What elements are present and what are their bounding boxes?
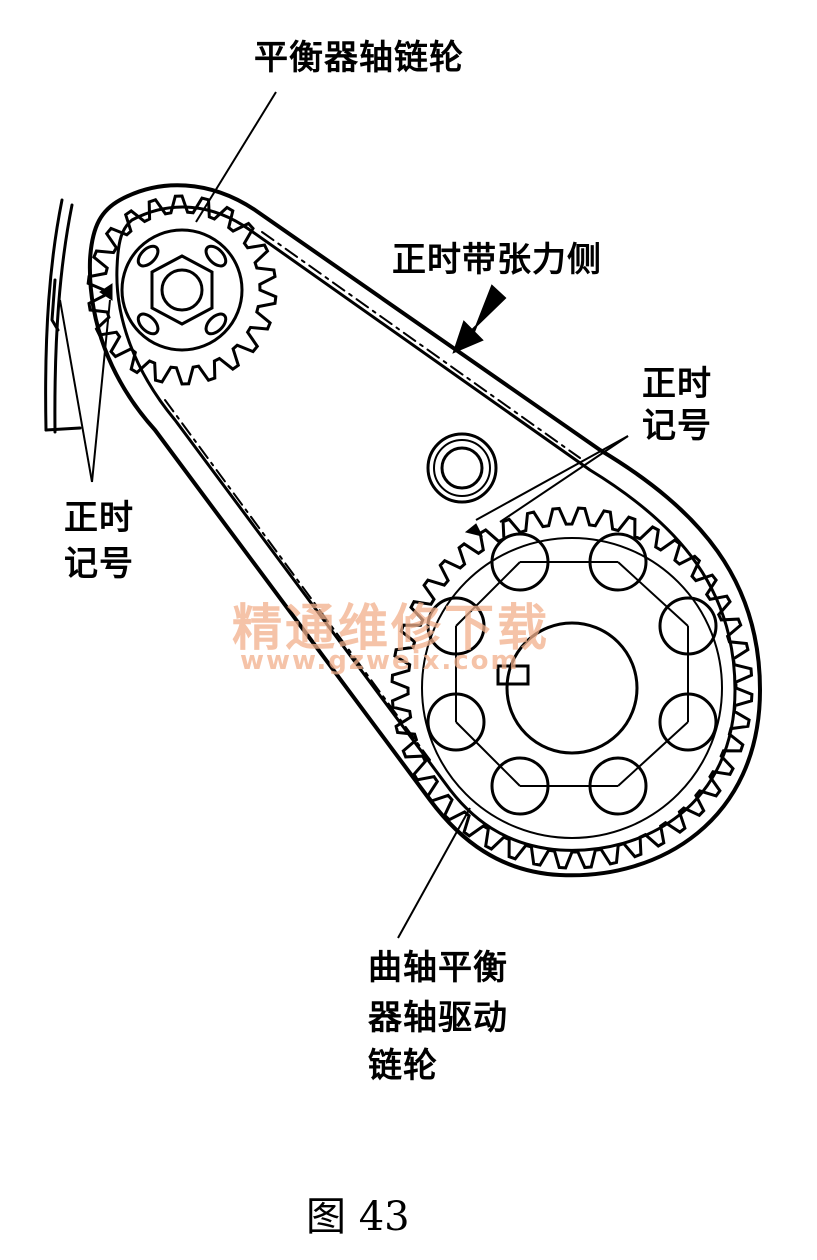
timing-mark-notch-right	[464, 523, 483, 537]
balancer-sprocket-slot	[204, 312, 228, 336]
leader-timing-mark-left-b	[91, 299, 111, 483]
crank-sprocket-bolt-hole	[426, 596, 486, 656]
balancer-sprocket-slot	[136, 312, 160, 336]
leader-timing-mark-right-b	[499, 435, 629, 523]
label-balancer-sprocket: 平衡器轴链轮	[254, 38, 464, 78]
belt-centerline-lower	[164, 399, 431, 761]
crank-sprocket-rim	[421, 537, 723, 839]
crank-balancer-drive-sprocket	[390, 506, 754, 870]
balancer-sprocket-slot	[204, 244, 228, 268]
crank-sprocket-bolt-hole	[490, 756, 550, 816]
leader-crank-sprocket	[397, 807, 471, 939]
figure-caption: 图 43	[306, 1194, 410, 1240]
timing-belt	[87, 183, 762, 878]
watermark-title: 精通维修下载	[232, 599, 550, 657]
tensioner-pulley	[426, 432, 498, 504]
watermark-url: www.gzweix.com	[240, 646, 520, 676]
label-timing-mark-left-line1: 正时	[64, 498, 134, 538]
tension-side-arrow	[452, 284, 507, 354]
label-tension-side: 正时带张力侧	[392, 240, 602, 280]
label-crank-sprocket-line2: 器轴驱动	[368, 998, 508, 1038]
leader-timing-mark-left-a	[59, 299, 93, 483]
crank-sprocket-key	[496, 664, 530, 686]
balancer-sprocket-slot	[136, 244, 160, 268]
crank-sprocket-teeth	[390, 506, 754, 870]
label-timing-mark-right-line1: 正时	[642, 364, 712, 404]
balancer-sprocket-hex-nut	[150, 254, 214, 326]
crank-sprocket-web	[617, 721, 689, 787]
label-crank-sprocket-line3: 链轮	[368, 1046, 438, 1086]
leader-balancer-sprocket	[195, 91, 277, 223]
crank-sprocket-web	[455, 721, 521, 787]
belt-centerline	[261, 231, 581, 459]
crank-sprocket-web	[455, 561, 521, 627]
crank-sprocket-bore	[505, 621, 639, 755]
label-crank-sprocket-line1: 曲轴平衡	[368, 948, 508, 988]
balancer-sprocket-bore	[160, 268, 204, 312]
crank-sprocket-bolt-hole	[658, 692, 718, 752]
label-timing-mark-right-line2: 记号	[642, 406, 712, 446]
crank-sprocket-bolt-hole	[588, 532, 648, 592]
balancer-sprocket-hub-ring	[120, 228, 244, 352]
leader-timing-mark-right-a	[475, 435, 629, 521]
engine-housing-edge	[44, 198, 82, 434]
label-timing-mark-left-line2: 记号	[64, 544, 134, 584]
leader-lines	[59, 91, 629, 939]
crank-sprocket-web	[617, 561, 689, 627]
timing-mark-notch-left	[99, 283, 113, 301]
